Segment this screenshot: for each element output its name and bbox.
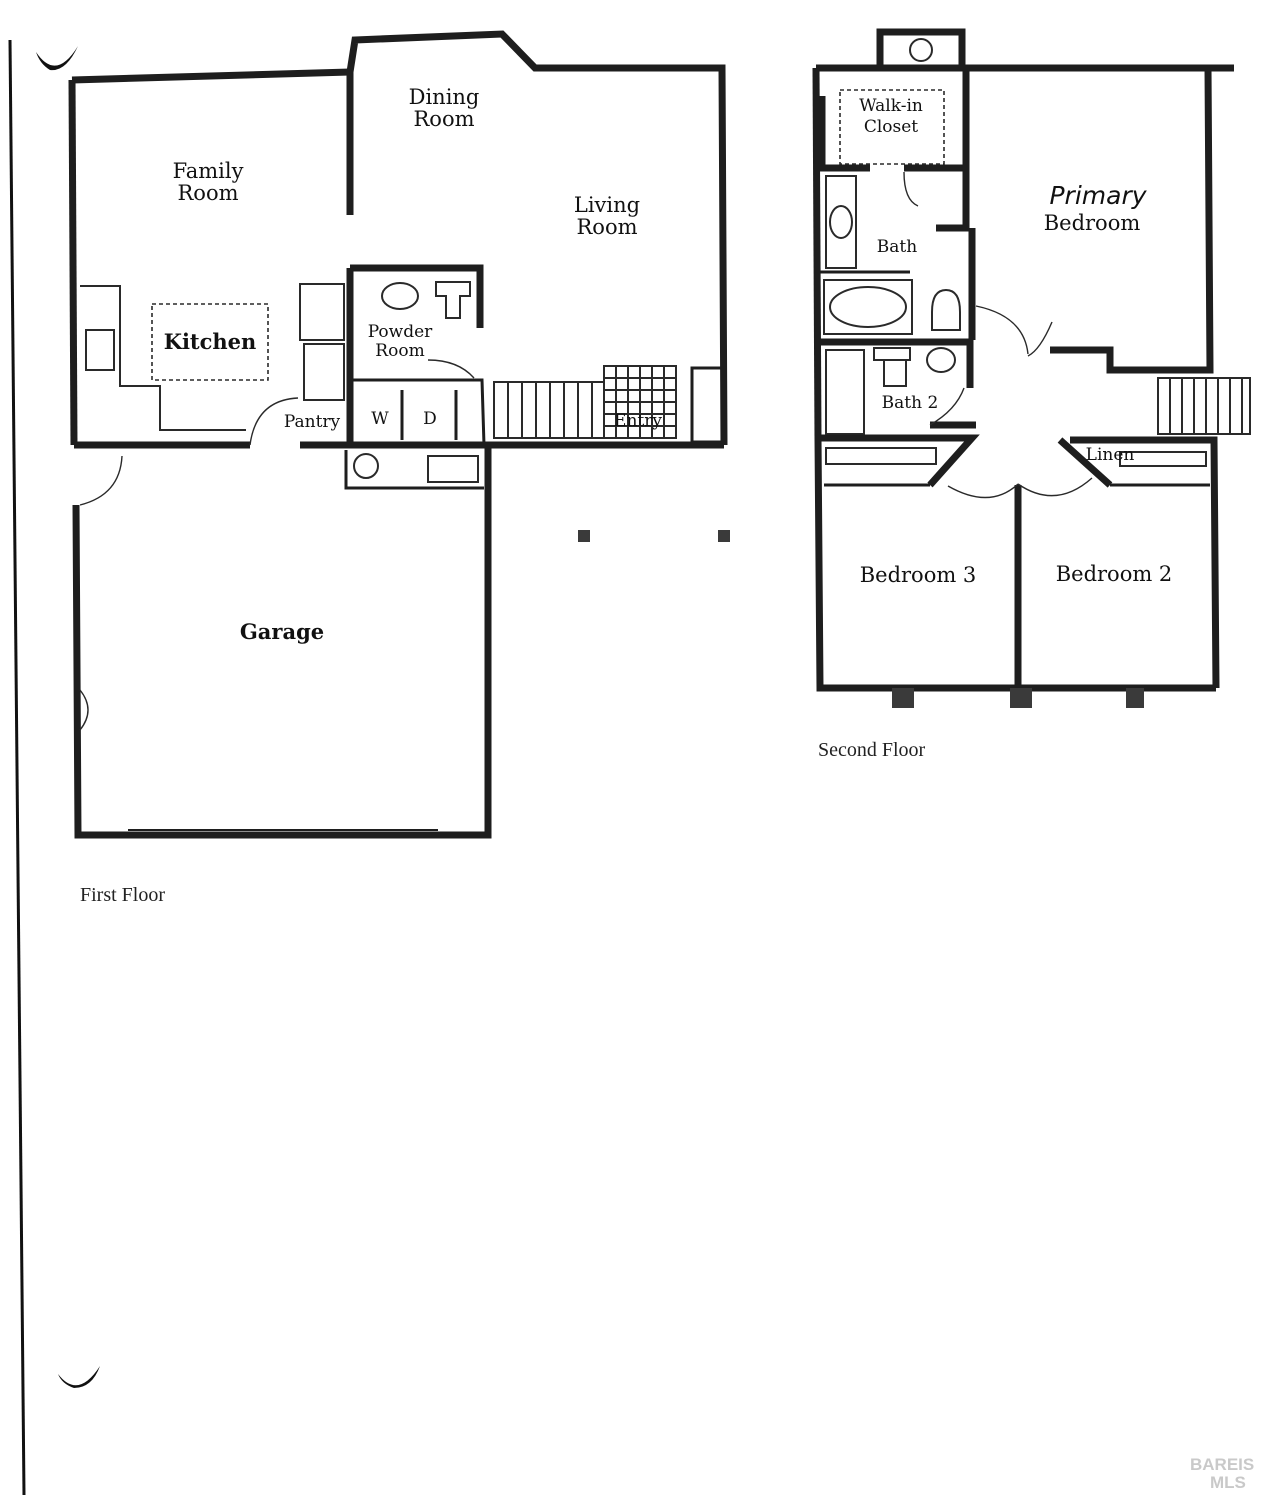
linen-label: Linen [1086,445,1135,465]
bath2-tub [825,349,865,435]
closet-shelving [839,89,945,165]
entry-label: Entry [614,411,662,431]
first-floor-stairs [493,381,605,439]
bath-sink [829,205,853,239]
pantry-door-swing [249,397,299,446]
page-edge-line [8,39,26,1496]
garage-side-door [79,689,89,731]
west-wall [68,79,78,446]
bath2-door-swing [929,387,965,426]
garage-door-swing [79,455,123,506]
bath-tub [823,279,913,335]
garage-label: Garage [240,619,324,644]
hall-east-wall [1070,436,1220,689]
entry-tile-grid [603,365,677,439]
linen-shelf [1119,451,1207,467]
west-bath-wall [812,67,822,439]
bath-vanity [825,175,857,269]
bath2-vanity-top [873,347,911,361]
laundry-wall [350,378,486,446]
bedrooms-outer-wall [814,437,1216,692]
garage-cabinet [427,455,479,483]
fridge-space [303,343,345,401]
bedroom3-closet-shelf [825,447,937,465]
pantry-label: Pantry [284,412,341,432]
closet-bump-out [876,28,966,68]
primary-door-swing [975,305,1029,355]
bath-primary-wall [936,168,970,232]
bedroom2-door-swing [1017,477,1093,497]
kitchen-label: Kitchen [164,329,257,354]
bath-label: Bath [877,237,917,257]
pantry-shelf [299,283,345,341]
garage-walls [72,445,492,839]
window-post-3 [1126,688,1144,708]
powder-door-swing [427,359,475,379]
watermark-line-1: BAREIS [1190,1455,1254,1474]
primary-bedroom-label: Bedroom [1044,211,1141,235]
second-floor-stairs [1157,377,1251,435]
kitchen-island [151,303,269,381]
kitchen-sink [85,329,115,371]
bath2-toilet [883,359,907,387]
porch-post-left [578,530,590,542]
garage-utility-shelf [344,450,484,490]
linen-diagonal-wall [1057,437,1113,488]
dining-living-exterior-wall [346,30,728,446]
bath-toilet [931,288,961,331]
closet-west-wall [818,96,870,172]
family-room-north-wall [71,68,351,84]
closet-door-swing [903,171,919,207]
primary-door-swing-2 [1027,321,1053,357]
primary-handwritten-label: Primary [1049,181,1147,210]
porch-post-right [718,530,730,542]
watermark-line-2: MLS [1210,1473,1246,1492]
window-post-1 [892,688,914,708]
bedroom-2-label: Bedroom 2 [1056,562,1173,586]
closet-vent [909,38,933,62]
entry-closet [690,366,724,444]
second-floor-caption: Second Floor [818,739,926,761]
bath2-sink [926,347,956,373]
window-post-2 [1010,688,1032,708]
bareis-mls-watermark: BAREIS MLS [1190,1455,1254,1492]
dryer-label: D [423,409,437,429]
hall-west-wall [818,434,980,488]
bath-tub-basin [829,286,907,328]
bedroom3-door-swing [947,483,1019,499]
powder-toilet [435,281,471,319]
powder-north-wall [350,264,484,328]
first-floor-caption: First Floor [80,884,165,906]
binding-hole-top [36,46,78,71]
bath2-north-wall [818,338,974,388]
bedroom-3-label: Bedroom 3 [860,563,977,587]
bath-2-label: Bath 2 [882,393,939,413]
water-heater [353,453,379,479]
primary-east-wall [1050,67,1214,374]
washer-label: W [371,409,389,429]
binding-hole-bottom [58,1366,100,1388]
kitchen-counter [80,285,246,431]
powder-sink [381,282,419,310]
